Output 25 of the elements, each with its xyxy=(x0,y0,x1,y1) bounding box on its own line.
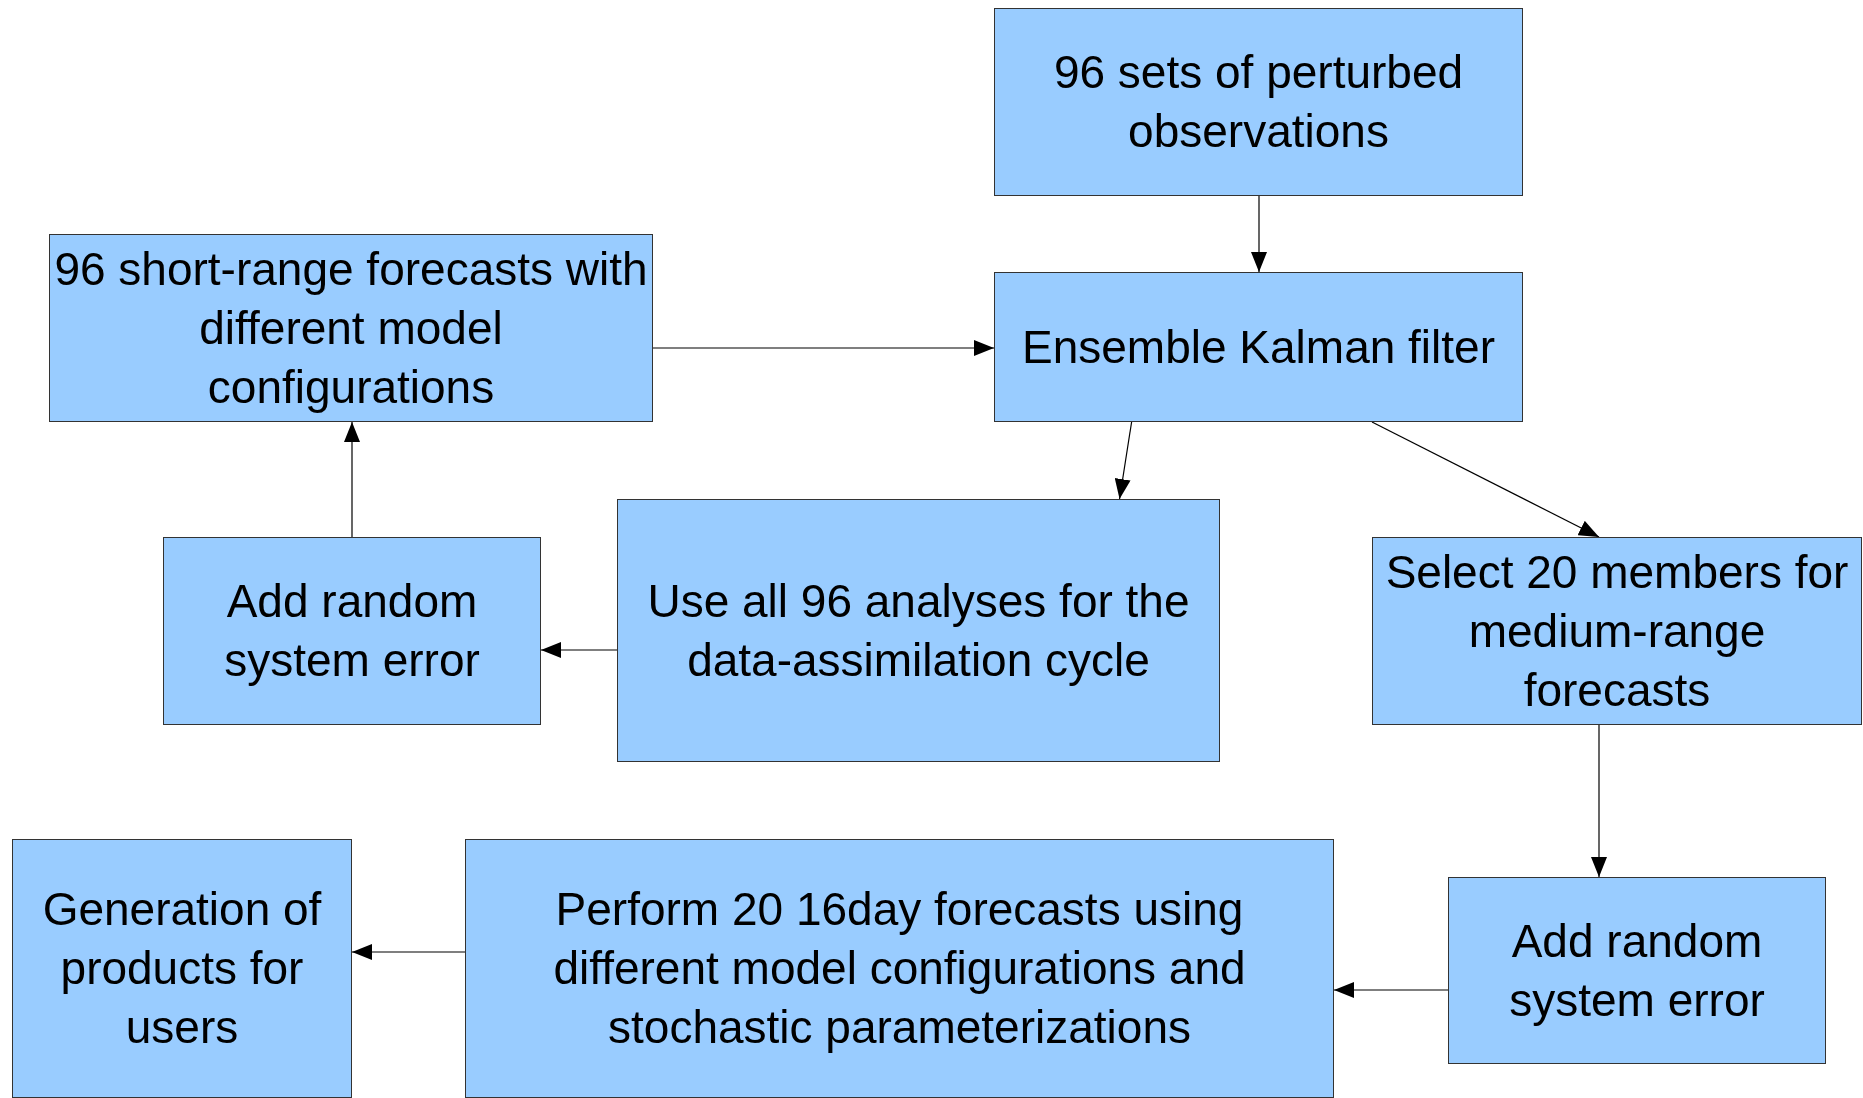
box-label: Ensemble Kalman filter xyxy=(1022,319,1495,375)
arrow xyxy=(1371,421,1600,538)
arrow xyxy=(652,340,995,356)
arrow xyxy=(1251,195,1267,273)
process-box xyxy=(12,839,352,1098)
box-label: Add random system error xyxy=(223,574,481,688)
process-box xyxy=(994,8,1523,196)
box-label: 96 sets of perturbed observations xyxy=(1052,45,1465,159)
process-box xyxy=(994,272,1523,422)
box-label: Select 20 members for medium-range forecasts xyxy=(1384,544,1850,718)
process-box xyxy=(1448,877,1826,1064)
arrow xyxy=(1114,421,1133,500)
arrow xyxy=(344,421,360,538)
box-label: Generation of products for users xyxy=(41,882,323,1055)
process-box xyxy=(617,499,1220,762)
box-label: Add random system error xyxy=(1508,913,1766,1028)
arrow xyxy=(540,642,618,658)
box-label: 96 short-range forecasts with different model configurations xyxy=(54,241,648,415)
process-box xyxy=(163,537,541,725)
arrow xyxy=(1333,982,1449,998)
arrow xyxy=(1591,724,1607,878)
box-label: Perform 20 16day forecasts using different model configurations and stochastic parameterizations xyxy=(552,882,1247,1055)
arrow xyxy=(351,944,466,960)
box-label: Use all 96 analyses for the data-assimilation cycle xyxy=(646,573,1191,688)
process-box xyxy=(465,839,1334,1098)
